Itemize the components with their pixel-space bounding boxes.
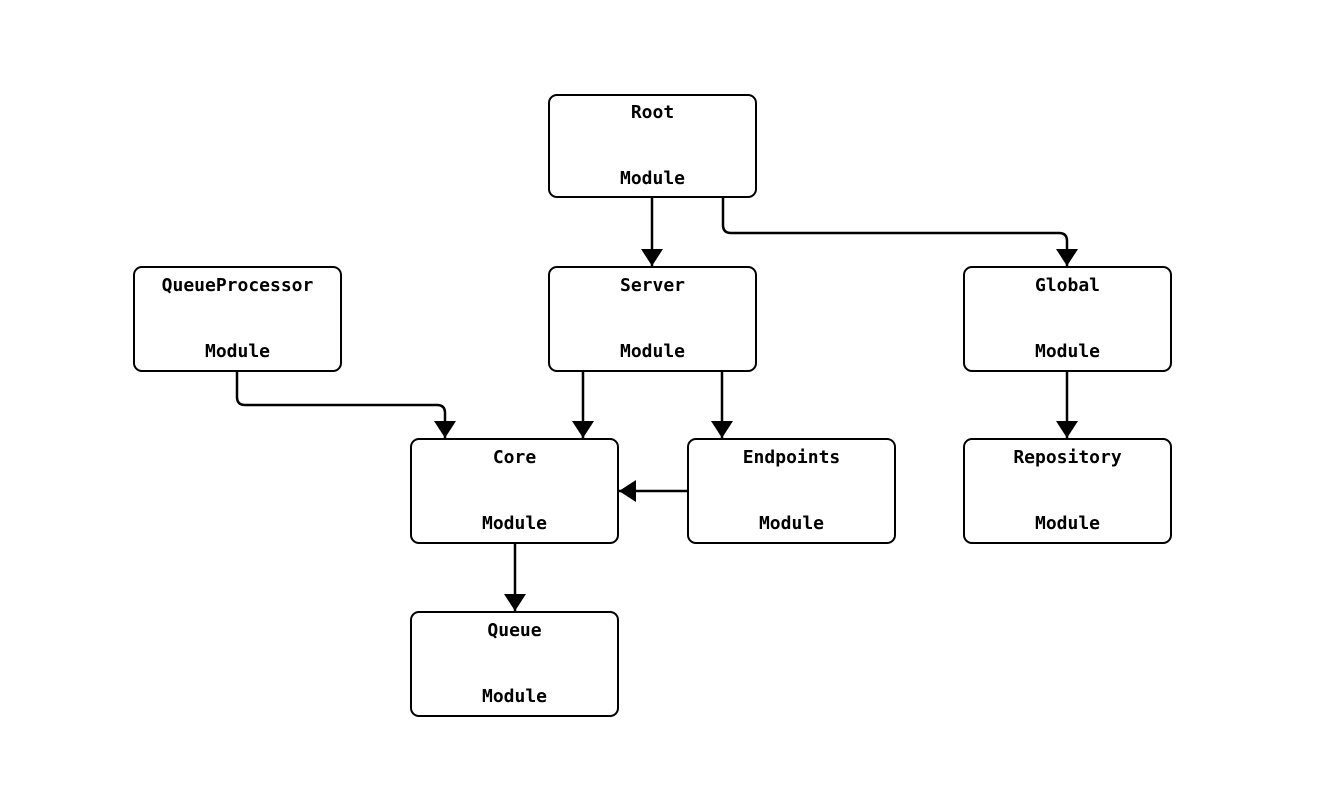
node-label-line: Queue — [487, 620, 542, 641]
node-repository-module: Repository Module — [963, 438, 1172, 544]
node-core-module: Core Module — [410, 438, 619, 544]
node-core-module-label: Core Module — [482, 403, 547, 579]
node-label-line: Module — [619, 168, 686, 189]
node-server-module-label: Server Module — [620, 231, 685, 407]
node-server-module: Server Module — [548, 266, 757, 372]
node-global-module-label: Global Module — [1035, 231, 1100, 407]
node-label-line: Module — [481, 686, 548, 707]
node-label-line: Endpoints — [742, 447, 841, 468]
node-queueprocessor-module: QueueProcessor Module — [133, 266, 342, 372]
node-root-module-label: Root Module — [620, 58, 685, 234]
node-label-line: Core — [492, 447, 537, 468]
node-label-line: Repository — [1013, 447, 1122, 468]
node-endpoints-module-label: Endpoints Module — [743, 403, 841, 579]
node-repository-module-label: Repository Module — [1013, 403, 1121, 579]
node-queue-module: Queue Module — [410, 611, 619, 717]
edge-root-global — [721, 198, 1078, 266]
node-label-line: Module — [481, 513, 548, 534]
node-queueprocessor-module-label: QueueProcessor Module — [162, 231, 314, 407]
node-label-line: Module — [204, 341, 271, 362]
node-label-line: Global — [1034, 275, 1101, 296]
node-label-line: Module — [1034, 513, 1101, 534]
node-global-module: Global Module — [963, 266, 1172, 372]
node-label-line: Module — [758, 513, 824, 534]
node-queue-module-label: Queue Module — [482, 576, 547, 752]
node-label-line: Root — [630, 102, 675, 123]
node-label-line: Module — [619, 341, 686, 362]
edge-queueprocessor-core — [235, 372, 456, 438]
node-label-line: QueueProcessor — [161, 275, 314, 296]
node-label-line: Server — [619, 275, 686, 296]
node-root-module: Root Module — [548, 94, 757, 198]
node-endpoints-module: Endpoints Module — [687, 438, 896, 544]
node-label-line: Module — [1034, 341, 1101, 362]
